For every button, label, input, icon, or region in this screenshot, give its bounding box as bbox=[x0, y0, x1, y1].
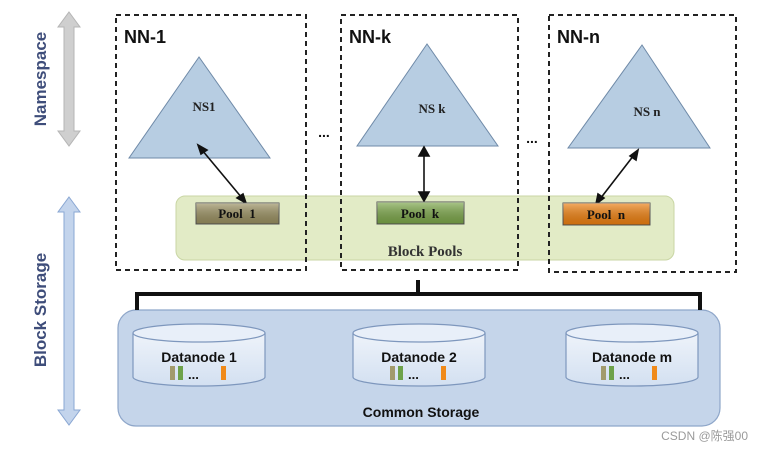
common-storage-label: Common Storage bbox=[363, 404, 480, 420]
namenode-title-n: NN-n bbox=[557, 27, 600, 47]
datanode-m-label: Datanode m bbox=[592, 349, 672, 365]
block-icon bbox=[170, 366, 175, 380]
namespace-name-n: NS n bbox=[633, 104, 661, 119]
namespace-triangle-1 bbox=[128, 56, 271, 159]
namenode-title-k: NN-k bbox=[349, 27, 392, 47]
block-pools-label: Block Pools bbox=[388, 244, 463, 260]
pool-n-label: Pool n bbox=[587, 207, 626, 222]
block-icon bbox=[390, 366, 395, 380]
datanode-m-dots: ... bbox=[619, 367, 630, 382]
namespace-triangle-k bbox=[356, 43, 499, 147]
block-icon bbox=[652, 366, 657, 380]
block-icon bbox=[178, 366, 183, 380]
pool-1-label: Pool 1 bbox=[218, 206, 256, 221]
block-icon bbox=[441, 366, 446, 380]
ns-pool-link-1 bbox=[196, 143, 248, 205]
datanode-1-label: Datanode 1 bbox=[161, 349, 237, 365]
datanode-1: Datanode 1 ... bbox=[132, 323, 266, 387]
datanode-2-dots: ... bbox=[408, 367, 419, 382]
ns-pool-link-k bbox=[417, 145, 431, 203]
namespace-triangle-n bbox=[567, 44, 711, 149]
namespace-arrow bbox=[57, 11, 81, 147]
ns-pool-link-n bbox=[594, 148, 640, 206]
namespace-label: Namespace bbox=[31, 32, 50, 127]
watermark: CSDN @陈强00 bbox=[661, 428, 748, 443]
ellipsis-1: ... bbox=[318, 124, 330, 140]
datanode-1-dots: ... bbox=[188, 367, 199, 382]
block-icon bbox=[609, 366, 614, 380]
namespace-name-1: NS1 bbox=[192, 99, 215, 114]
block-storage-arrow bbox=[57, 196, 81, 426]
ellipsis-2: ... bbox=[526, 130, 538, 146]
storage-bracket bbox=[135, 280, 702, 310]
datanode-2: Datanode 2 ... bbox=[352, 323, 486, 387]
pool-k-label: Pool k bbox=[401, 206, 440, 221]
namenode-box-n bbox=[548, 14, 737, 273]
namenode-box-1 bbox=[115, 14, 307, 271]
block-icon bbox=[221, 366, 226, 380]
namespace-name-k: NS k bbox=[418, 101, 446, 116]
datanode-2-label: Datanode 2 bbox=[381, 349, 457, 365]
block-storage-label: Block Storage bbox=[31, 253, 50, 367]
pool-n: Pool n bbox=[562, 202, 651, 226]
datanode-m: Datanode m ... bbox=[565, 323, 699, 387]
pool-k: Pool k bbox=[376, 201, 465, 225]
block-icon bbox=[398, 366, 403, 380]
namenode-title-1: NN-1 bbox=[124, 27, 166, 47]
block-icon bbox=[601, 366, 606, 380]
pool-1: Pool 1 bbox=[195, 202, 280, 225]
